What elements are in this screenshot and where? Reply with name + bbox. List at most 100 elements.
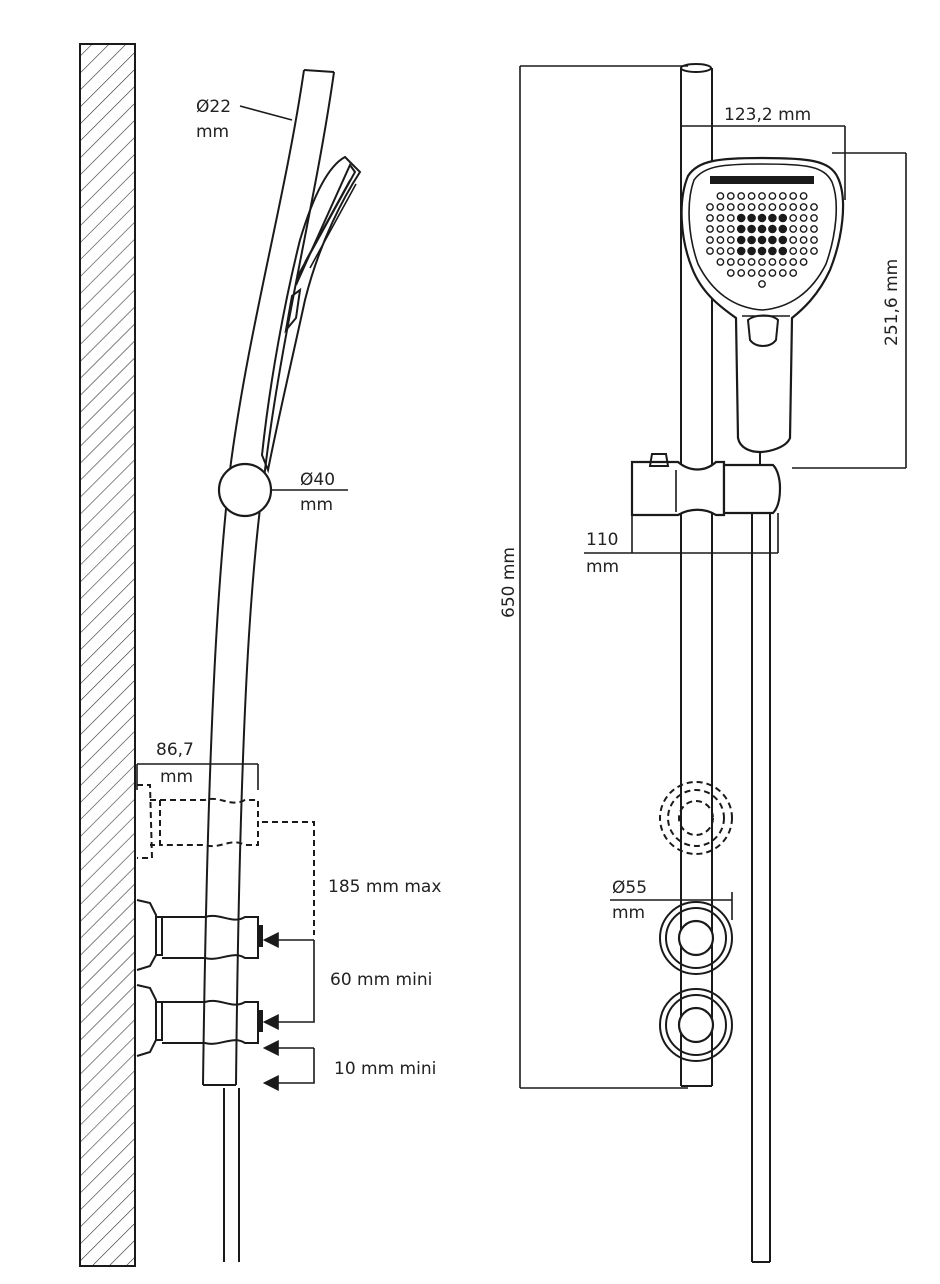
hand-shower-side [260,155,362,474]
nozzle-grid [706,192,818,288]
nozzle-dot [716,258,725,266]
nozzle-dot [799,225,808,233]
nozzle-dot [778,203,787,211]
nozzle-dot [747,192,756,200]
total-height-dimension: 650 mm [499,65,688,1089]
rail-diameter-label: Ø22 [196,97,231,117]
nozzle-dot [747,269,756,277]
nozzle-dot [768,235,777,245]
wall-hatch [79,43,136,1267]
nozzle-dot [799,203,808,211]
nozzle-dot [810,203,818,211]
swivel-knob [217,462,273,518]
holder-width-dimension: 110 mm [584,513,779,577]
nozzle-dot [747,246,756,256]
front-view: 650 mm 123,2 mm [499,63,907,1263]
nozzle-dot [789,225,798,233]
nozzle-dot [789,269,798,277]
nozzle-dot [810,225,818,233]
nozzle-dot [726,258,735,266]
head-width-label: 123,2 mm [724,105,811,125]
nozzle-dot [747,258,756,266]
hand-shower-front [680,156,845,470]
hose [223,1088,240,1262]
nozzle-dot [758,203,766,211]
wall-bracket-lower [136,984,263,1057]
nozzle-dot [737,203,746,211]
nozzle-dot [726,192,735,200]
nozzle-dot [757,213,767,223]
nozzle-dot [758,258,766,266]
nozzle-dot [706,225,714,233]
nozzle-dot [768,246,777,256]
spacing-min-label: 60 mm mini [330,970,432,990]
nozzle-dot [726,247,735,255]
nozzle-dot [758,269,766,277]
nozzle-dot [778,246,788,256]
offset-min-label: 10 mm mini [334,1059,436,1079]
nozzle-dot [716,203,725,211]
bracket-max-dashed [137,784,315,935]
nozzle-dot [747,235,756,245]
nozzle-dot [736,235,746,245]
nozzle-dot [778,269,787,277]
nozzle-dot [737,192,746,200]
bracket-depth-dimension: 86,7 mm [136,740,259,790]
nozzle-dot [716,192,725,200]
nozzle-dot [757,246,767,256]
knob-diameter-label: Ø40 [300,470,335,490]
nozzle-dot [736,213,746,223]
head-length-label: 251,6 mm [882,259,902,346]
rail-diameter-unit: mm [196,122,229,142]
nozzle-dot [758,192,766,200]
nozzle-dot [706,247,714,255]
wall-bracket-upper [136,899,263,971]
nozzle-bar [710,176,814,184]
nozzle-dot [799,214,808,222]
nozzle-dot [789,192,798,200]
nozzle-dot [726,269,735,277]
nozzle-dot [737,258,746,266]
nozzle-dot [789,214,798,222]
side-view: Ø22 mm Ø40 mm 86,7 mm [79,43,441,1267]
nozzle-dot [778,213,788,223]
nozzle-dot [778,224,788,234]
nozzle-dot [757,224,767,234]
nozzle-dot [768,213,777,223]
holder-width-unit: mm [586,557,619,577]
nozzle-dot [768,192,777,200]
nozzle-dot [810,214,818,222]
nozzle-dot [789,203,798,211]
adjust-max-label: 185 mm max [328,877,441,897]
bracket-front-dashed [659,781,733,855]
nozzle-dot [799,258,808,266]
nozzle-dot [757,235,767,245]
nozzle-dot [768,224,777,234]
nozzle-dot [799,192,808,200]
nozzle-dot [726,225,735,233]
bracket-diameter-label: Ø55 [612,878,647,898]
nozzle-dot [716,236,725,244]
nozzle-dot [706,214,714,222]
slider-holder [630,453,782,517]
nozzle-dot [747,203,756,211]
nozzle-dot [789,236,798,244]
nozzle-dot [736,224,746,234]
total-height-label: 650 mm [499,547,519,618]
holder-width-label: 110 [586,530,618,550]
bracket-depth-unit: mm [160,767,193,787]
nozzle-dot [716,247,725,255]
nozzle-dot [726,236,735,244]
nozzle-dot [716,214,725,222]
nozzle-dot [758,280,766,288]
head-width-dimension: 123,2 mm [680,105,846,200]
nozzle-dot [810,247,818,255]
nozzle-dot [706,203,714,211]
knob-diameter-unit: mm [300,495,333,515]
bracket-diameter-dimension: Ø55 mm [610,878,733,923]
wall-bracket-front-lower [659,988,733,1062]
nozzle-dot [747,213,756,223]
nozzle-dot [778,258,787,266]
nozzle-dot [799,236,808,244]
